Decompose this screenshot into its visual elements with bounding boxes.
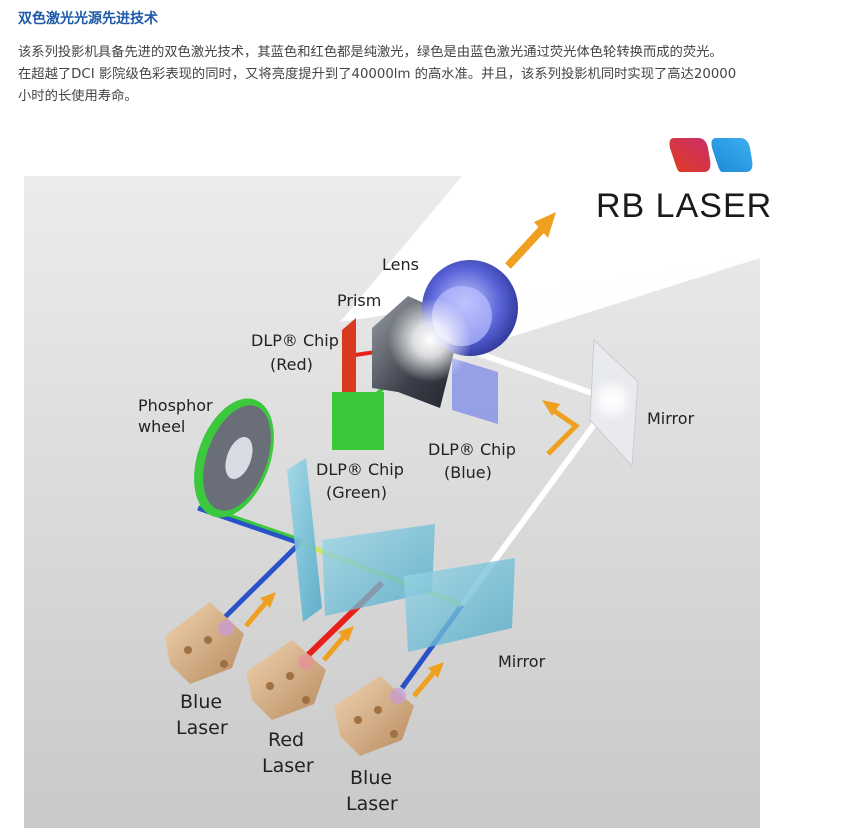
rb-laser-logo: RB LASER [596, 138, 772, 225]
description-paragraph: 该系列投影机具备先进的双色激光技术，其蓝色和红色都是纯激光，绿色是由蓝色激光通过… [18, 42, 854, 108]
label-phosphor: Phosphor [138, 396, 213, 415]
label-phosphor-sub: wheel [138, 417, 185, 436]
output-arrow [505, 212, 556, 269]
laser-module-blue-1 [165, 602, 244, 684]
projection-light-cone [462, 176, 760, 350]
beam-blue-1 [220, 541, 302, 622]
label-mirror-bottom: Mirror [498, 652, 546, 671]
label-dlp-red: DLP® Chip [251, 331, 339, 350]
section-title: 双色激光光源先进技术 [18, 11, 158, 27]
label-dlp-green: DLP® Chip [316, 460, 404, 479]
paragraph-line: 该系列投影机具备先进的双色激光技术，其蓝色和红色都是纯激光，绿色是由蓝色激光通过… [18, 45, 723, 60]
dlp-chip-green [332, 392, 384, 450]
label-dlp-blue-sub: (Blue) [444, 463, 492, 482]
arrow-icon [322, 626, 354, 662]
label-blue-laser-2-sub: Laser [346, 793, 398, 815]
laser-module-blue-2 [334, 676, 414, 756]
mirror-plate-3 [404, 558, 515, 652]
mirror-glow [590, 378, 634, 422]
paragraph-line: 在超越了DCI 影院级色彩表现的同时，又将亮度提升到了40000lm 的高水准。… [18, 67, 737, 82]
direction-arrows [244, 400, 580, 698]
light-glow [388, 298, 472, 382]
dlp-chip-blue [452, 358, 498, 424]
mirror-plate-1 [287, 458, 322, 622]
label-prism: Prism [337, 291, 381, 310]
label-dlp-green-sub: (Green) [326, 483, 387, 502]
label-mirror-top: Mirror [647, 409, 695, 428]
arrow-icon [542, 400, 580, 456]
arrow-icon [244, 592, 276, 628]
phosphor-wheel [194, 398, 274, 518]
label-dlp-blue: DLP® Chip [428, 440, 516, 459]
laser-module-red [246, 640, 326, 720]
label-blue-laser-1-sub: Laser [176, 717, 228, 739]
label-red-laser-sub: Laser [262, 755, 314, 777]
label-blue-laser-1: Blue [180, 691, 222, 713]
label-blue-laser-2: Blue [350, 767, 392, 789]
arrow-icon [412, 662, 444, 698]
label-dlp-red-sub: (Red) [270, 355, 313, 374]
label-red-laser: Red [268, 729, 304, 751]
dlp-chip-red [342, 318, 356, 404]
paragraph-line: 小时的长使用寿命。 [18, 89, 138, 104]
label-lens: Lens [382, 255, 419, 274]
logo-text: RB LASER [596, 187, 772, 225]
